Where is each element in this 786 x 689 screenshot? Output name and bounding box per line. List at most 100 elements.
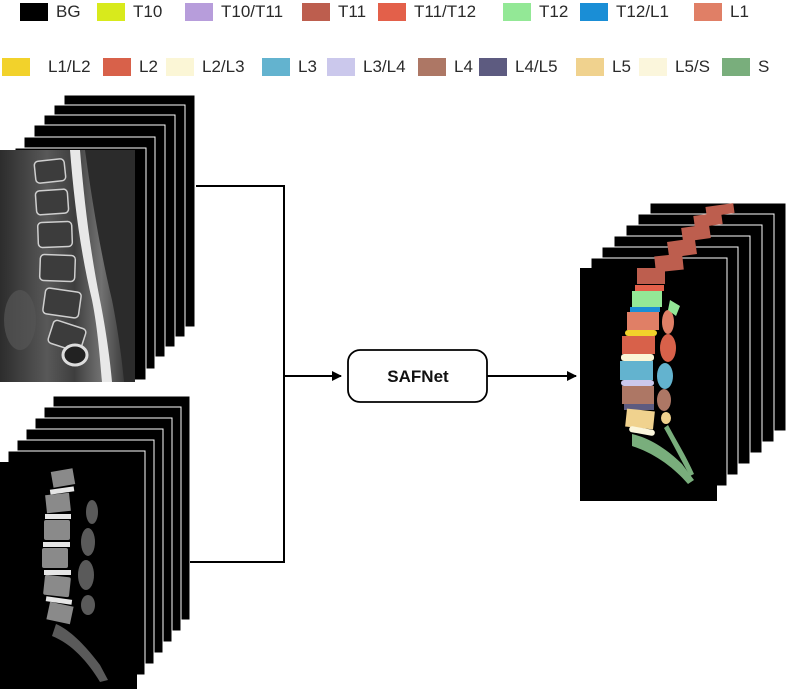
mri-vertebra (38, 253, 77, 283)
mri-input-stack (0, 94, 196, 382)
legend-item-bg: BG (20, 2, 81, 22)
legend-swatch (166, 58, 194, 76)
mask-vertebra (43, 574, 71, 598)
mask-front-slice (0, 462, 137, 689)
segment-s (632, 434, 694, 484)
mri-front-slice (0, 150, 135, 382)
legend-item-t10: T10 (97, 2, 162, 22)
legend-swatch (503, 3, 531, 21)
mask-vertebra (46, 601, 74, 625)
segment-l2 (622, 336, 655, 354)
legend-swatch (722, 58, 750, 76)
legend-label: T12/L1 (616, 2, 669, 21)
legend-swatch (185, 3, 213, 21)
legend-item-l5-s: L5/S (639, 57, 710, 77)
segment-t12 (632, 291, 662, 307)
segment-t11 (693, 212, 723, 228)
legend-swatch (694, 3, 722, 21)
legend-item-t11: T11 (302, 2, 366, 22)
segment-t11 (637, 268, 665, 284)
legend-item-t12: T12 (503, 2, 568, 22)
legend-swatch (302, 3, 330, 21)
mask-disc (49, 486, 75, 495)
mri-spinal-canal (70, 150, 112, 382)
legend-swatch (576, 58, 604, 76)
segment-l3 (657, 363, 673, 389)
segment-l1 (627, 312, 659, 330)
segment-l2-l3 (621, 354, 654, 361)
legend-swatch (327, 58, 355, 76)
legend-swatch (262, 58, 290, 76)
legend-label: L4/L5 (515, 57, 558, 76)
legend-swatch (97, 3, 125, 21)
segment-t11-t12 (635, 285, 664, 291)
input-connectors (190, 185, 577, 563)
legend: BG T10 T10/T11 T11 T11/T12 T12 T12/L1 L1… (0, 0, 786, 90)
legend-swatch (639, 58, 667, 76)
segment-t12 (668, 300, 680, 316)
legend-label: L2 (139, 57, 158, 76)
mri-abdomen (4, 290, 36, 350)
legend-label: L3 (298, 57, 317, 76)
output-stack (580, 202, 786, 501)
legend-label: T12 (539, 2, 569, 21)
segment-t11 (654, 253, 684, 273)
mri-vertebra (42, 287, 82, 319)
legend-label: T11 (338, 2, 367, 21)
mri-vertebra (33, 158, 67, 184)
mask-vertebra (44, 520, 70, 540)
segment-l4 (622, 386, 654, 404)
legend-label: BG (56, 2, 81, 21)
segment-t11 (667, 238, 697, 258)
segment-l1 (662, 310, 674, 334)
mri-vertebra (34, 188, 70, 216)
segment-s (664, 425, 694, 476)
mask-vertebrae (42, 468, 76, 625)
mask-disc (44, 570, 71, 575)
legend-item-l5: L5 (576, 57, 631, 77)
mask-vertebra (45, 492, 71, 514)
output-back-spine (654, 203, 735, 273)
mask-posterior-elements (78, 500, 98, 615)
legend-item-t11-t12: T11/T12 (378, 2, 476, 22)
mask-process (81, 595, 95, 615)
mask-discs (43, 486, 75, 605)
legend-swatch (2, 58, 30, 76)
segment-t12-l1 (630, 307, 660, 312)
legend-label: L1/L2 (48, 57, 91, 76)
legend-item-l3-l4: L3/L4 (327, 57, 406, 77)
segment-l1-l2 (625, 330, 657, 336)
legend-label: T10/T11 (221, 2, 284, 21)
mri-vertebra (36, 220, 74, 249)
mask-disc (45, 514, 71, 519)
merge-connector (190, 185, 285, 563)
legend-label: L2/L3 (202, 57, 245, 76)
legend-swatch (20, 3, 48, 21)
segment-l5 (625, 408, 655, 430)
legend-item-l3: L3 (262, 57, 317, 77)
legend-item-s: S (722, 57, 769, 77)
legend-label: T10 (133, 2, 163, 21)
mask-input-stack (0, 395, 191, 689)
legend-swatch (479, 58, 507, 76)
safnet-label: SAFNet (387, 367, 449, 386)
legend-swatch (378, 3, 406, 21)
mri-back-muscle (85, 150, 135, 382)
legend-swatch (103, 58, 131, 76)
mask-process (86, 500, 98, 524)
legend-label: T11/T12 (414, 2, 477, 21)
legend-item-l4: L4 (418, 57, 473, 77)
legend-label: L5 (612, 57, 631, 76)
legend-item-t12-l1: T12/L1 (580, 2, 669, 22)
legend-item-l2: L2 (103, 57, 158, 77)
segment-l3-l4 (621, 380, 654, 386)
segment-l5-s (629, 426, 655, 436)
safnet-block: SAFNet (347, 349, 488, 403)
legend-label: L3/L4 (363, 57, 406, 76)
segment-t11 (681, 224, 711, 242)
legend-label: L5/S (675, 57, 710, 76)
mask-vertebra (50, 468, 76, 488)
mask-sacrum (52, 624, 108, 682)
mask-vertebra (42, 548, 68, 568)
